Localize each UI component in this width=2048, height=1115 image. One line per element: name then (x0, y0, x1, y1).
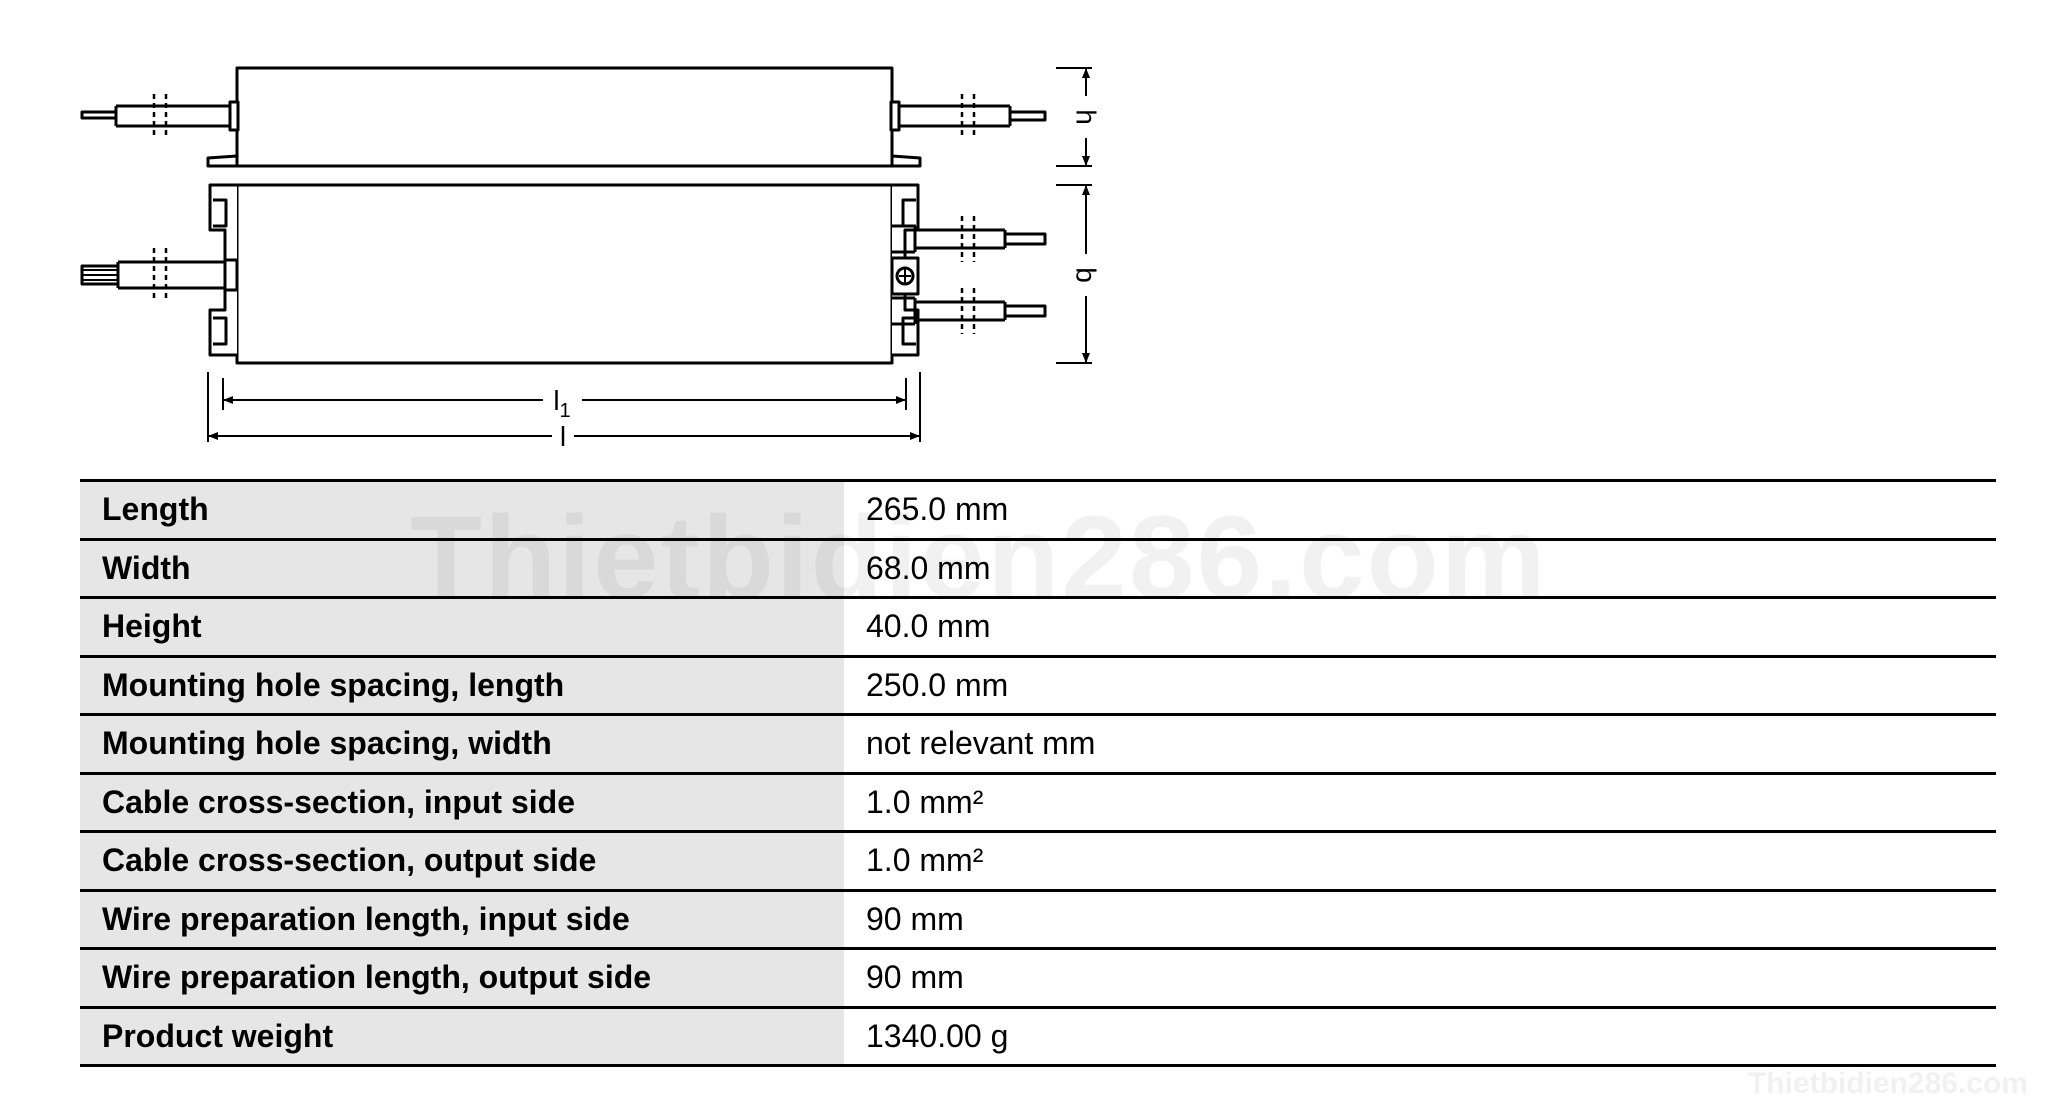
spec-label: Height (80, 597, 844, 656)
side-view (80, 66, 1047, 168)
table-row: Width 68.0 mm (80, 539, 1996, 598)
corner-watermark: Thietbidien286.com (1747, 1067, 2028, 1100)
dim-label-l: l (560, 421, 566, 452)
spec-label: Length (80, 480, 844, 539)
spec-value: 1.0 mm² (844, 831, 1996, 890)
spec-table: Length 265.0 mm Width 68.0 mm Height 40.… (80, 479, 1996, 1067)
spec-label: Mounting hole spacing, width (80, 714, 844, 773)
dim-label-b: b (1071, 267, 1102, 283)
spec-value: 40.0 mm (844, 597, 1996, 656)
spec-value: not relevant mm (844, 714, 1996, 773)
table-row: Cable cross-section, output side 1.0 mm² (80, 831, 1996, 890)
spec-label: Width (80, 539, 844, 598)
spec-label: Wire preparation length, input side (80, 890, 844, 949)
table-row: Height 40.0 mm (80, 597, 1996, 656)
spec-value: 1.0 mm² (844, 773, 1996, 832)
spec-value: 68.0 mm (844, 539, 1996, 598)
top-view (80, 183, 1047, 365)
table-row: Product weight 1340.00 g (80, 1007, 1996, 1066)
spec-value: 1340.00 g (844, 1007, 1996, 1066)
table-row: Wire preparation length, input side 90 m… (80, 890, 1996, 949)
table-row: Mounting hole spacing, width not relevan… (80, 714, 1996, 773)
spec-value: 90 mm (844, 948, 1996, 1007)
spec-label: Mounting hole spacing, length (80, 656, 844, 715)
table-row: Cable cross-section, input side 1.0 mm² (80, 773, 1996, 832)
table-row: Length 265.0 mm (80, 480, 1996, 539)
spec-label: Cable cross-section, output side (80, 831, 844, 890)
dim-label-h: h (1071, 109, 1102, 125)
dim-label-l1: l1 (553, 385, 570, 422)
spec-label: Wire preparation length, output side (80, 948, 844, 1007)
spec-value: 90 mm (844, 890, 1996, 949)
spec-label: Cable cross-section, input side (80, 773, 844, 832)
technical-drawing: h b l1 l (80, 66, 1102, 452)
table-row: Wire preparation length, output side 90 … (80, 948, 1996, 1007)
spec-label: Product weight (80, 1007, 844, 1066)
table-row: Mounting hole spacing, length 250.0 mm (80, 656, 1996, 715)
spec-value: 250.0 mm (844, 656, 1996, 715)
spec-value: 265.0 mm (844, 480, 1996, 539)
